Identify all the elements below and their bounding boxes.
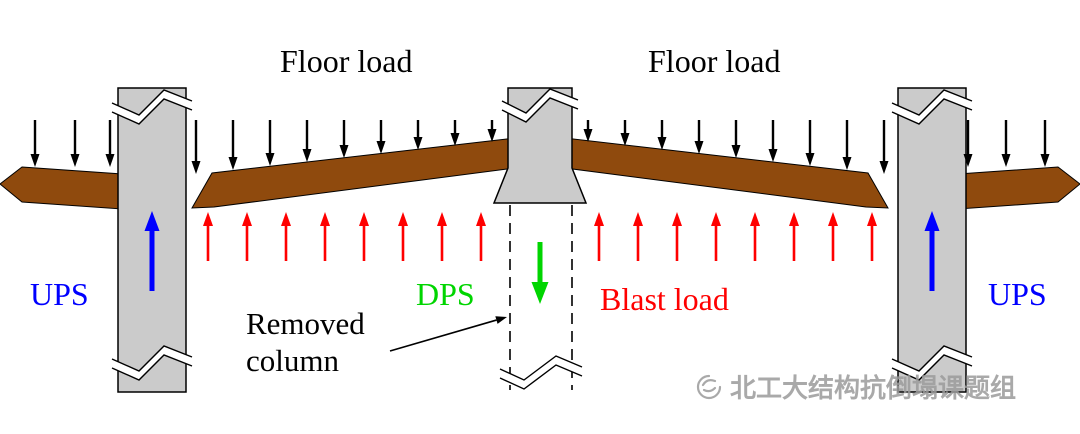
beam-inner-left [191, 137, 516, 209]
floor-load-arrows [30, 120, 1050, 174]
beam-outer-right [957, 166, 1080, 210]
columns [111, 87, 973, 393]
ups-uplift-arrows [144, 211, 940, 291]
beam-inner-right [564, 137, 889, 209]
dps-label: DPS [416, 276, 475, 312]
removed-column-label-line1: Removed [246, 306, 365, 341]
removed-column-break-band [500, 356, 582, 389]
removed-column-label: Removed column [246, 305, 365, 379]
removed-column-dashed-outline [499, 205, 583, 390]
dps-downward-arrow [531, 242, 549, 304]
removed-column-break-lines [499, 355, 583, 390]
floor-beams [0, 137, 1080, 210]
column-break-marks [112, 89, 972, 380]
column-break-lines [111, 88, 973, 381]
blast-load-label: Blast load [600, 281, 729, 317]
beam-outer-left [0, 166, 123, 210]
watermark-text: 北工大结构抗倒塌课题组 [730, 374, 1017, 404]
ups-label-left: UPS [30, 276, 89, 312]
watermark-logo-icon [696, 374, 722, 399]
blast-load-arrows [203, 212, 877, 261]
floor-load-label-right: Floor load [648, 43, 781, 79]
watermark: 北工大结构抗倒塌课题组 [694, 368, 1016, 405]
ups-label-right: UPS [988, 276, 1047, 312]
floor-load-label-left: Floor load [280, 43, 413, 79]
removed-column-leader-arrow [389, 316, 507, 352]
removed-column-label-line2: column [246, 343, 339, 378]
